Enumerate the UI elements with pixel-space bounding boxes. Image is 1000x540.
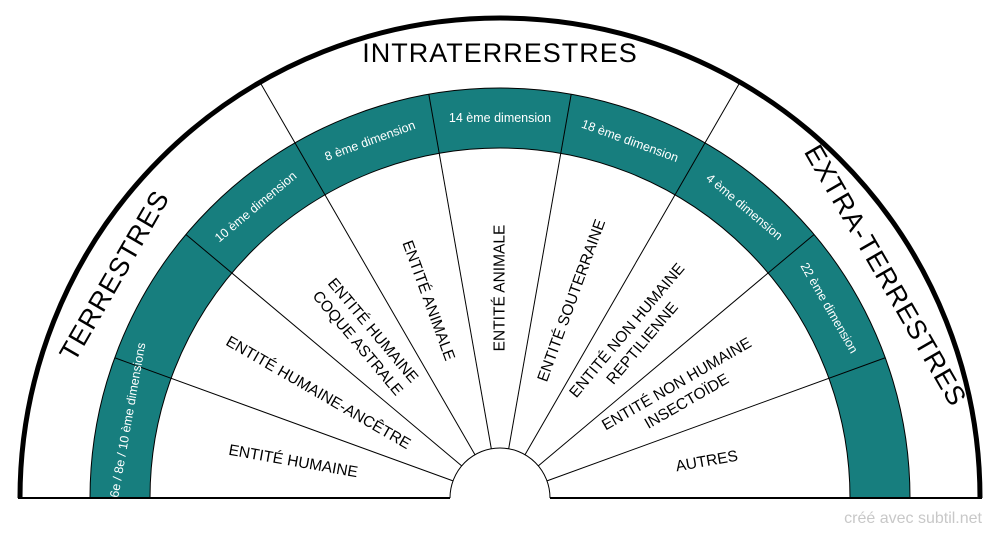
segment-label: ENTITÉ ANIMALE	[399, 238, 458, 363]
band-inner-edge	[149, 147, 851, 499]
outer-rim	[17, 15, 983, 499]
segment-label: ENTITÉ ANIMALE	[492, 225, 509, 352]
segment-label: ENTITÉ HUMAINE	[227, 442, 359, 481]
band-outer-edge	[89, 87, 911, 499]
outer-arc	[17, 15, 983, 499]
hub-arc	[449, 447, 551, 499]
group-divider	[704, 82, 741, 144]
band-fill	[90, 88, 910, 498]
group-divider	[259, 82, 296, 144]
dimension-band	[90, 88, 910, 498]
segment-label: AUTRES	[674, 448, 739, 476]
outer-group-label: INTRATERRESTRES	[362, 38, 638, 68]
credit-text: créé avec subtil.net	[844, 510, 982, 527]
dimension-label: 14 ème dimension	[449, 111, 551, 125]
